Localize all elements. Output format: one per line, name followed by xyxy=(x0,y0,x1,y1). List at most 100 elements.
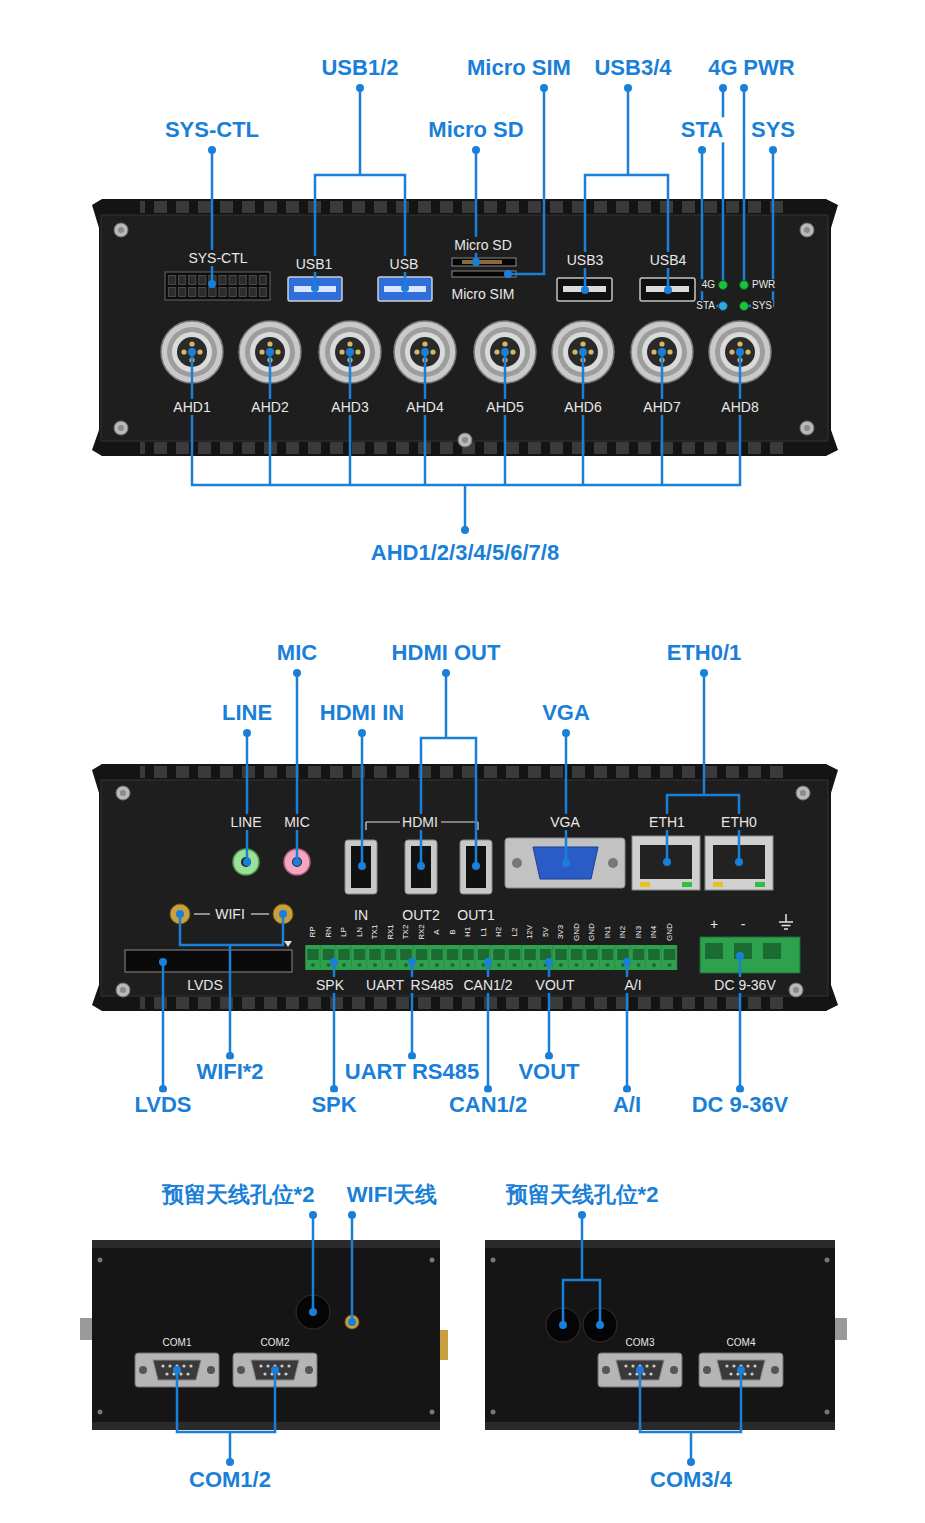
pin-label: GND xyxy=(572,922,581,942)
pin-label: RP xyxy=(308,925,317,938)
device-part xyxy=(452,271,516,277)
port-label: + xyxy=(708,916,720,932)
port-label: Micro SD xyxy=(452,237,514,253)
callout-label: AHD1/2/3/4/5/6/7/8 xyxy=(368,540,562,565)
device-part xyxy=(800,421,814,435)
pin-label: TX2 xyxy=(401,924,410,941)
callout-label: 预留天线孔位*2 xyxy=(503,1182,662,1207)
device-part xyxy=(485,1240,835,1248)
leader-line xyxy=(661,352,664,485)
device-part xyxy=(251,913,269,914)
device-part xyxy=(789,983,803,997)
port-label: SPK xyxy=(314,977,346,993)
led-label: PWR xyxy=(751,279,776,291)
port-label: IN xyxy=(352,907,370,923)
leader-line xyxy=(361,733,364,866)
callout-label: UART RS485 xyxy=(342,1059,482,1084)
device-part xyxy=(452,258,516,266)
port-label: WIFI xyxy=(213,906,247,922)
leader-line xyxy=(246,733,249,862)
callout-label: Micro SIM xyxy=(464,55,574,80)
device-part xyxy=(114,421,128,435)
device-part xyxy=(782,925,791,927)
device-part xyxy=(491,1410,496,1415)
pin-label: B xyxy=(448,928,457,935)
leader-line xyxy=(627,88,630,175)
leader-line xyxy=(640,1370,741,1432)
port-label: COM4 xyxy=(726,1337,757,1349)
leader-line xyxy=(582,352,585,485)
callout-label: VOUT xyxy=(515,1059,582,1084)
leader-lines xyxy=(163,88,773,1462)
pin-label: H2 xyxy=(494,926,503,938)
led-label: 4G xyxy=(701,279,716,291)
pin-label: RX2 xyxy=(417,923,426,941)
pin-label: IN4 xyxy=(649,925,658,939)
device-part xyxy=(440,1330,448,1360)
leader-line xyxy=(504,352,507,485)
callout-label: MIC xyxy=(274,640,320,665)
leader-line xyxy=(177,1370,275,1432)
pin-label: RX1 xyxy=(386,923,395,941)
port-label: USB4 xyxy=(648,252,689,268)
device-part xyxy=(140,766,790,778)
pin-label: IN2 xyxy=(618,925,627,939)
device-part xyxy=(512,858,522,868)
pin-label: A xyxy=(432,928,441,935)
device-part xyxy=(485,1240,835,1430)
device-part xyxy=(779,914,793,929)
device-part xyxy=(92,1240,440,1248)
led-label: STA xyxy=(695,300,716,312)
callout-label: COM3/4 xyxy=(647,1467,735,1492)
callout-label: PWR xyxy=(740,55,797,80)
port-label: MIC xyxy=(282,814,312,830)
device-part xyxy=(430,1258,435,1263)
leader-line xyxy=(421,738,476,866)
rear-panel xyxy=(92,764,838,1011)
leader-line xyxy=(743,88,746,283)
pin-label: 5V xyxy=(541,926,550,938)
port-label: AHD8 xyxy=(719,399,760,415)
device-part xyxy=(125,950,292,972)
port-label: COM2 xyxy=(260,1337,291,1349)
device-part xyxy=(284,941,292,947)
callout-label: SYS xyxy=(748,117,798,142)
leader-line xyxy=(162,962,165,1089)
device-part xyxy=(80,1318,92,1340)
device-part xyxy=(92,199,838,456)
device-part xyxy=(755,882,765,887)
device-part xyxy=(92,1240,440,1430)
pin-label: L2 xyxy=(510,927,519,938)
port-label: USB3 xyxy=(565,252,606,268)
port-label: ETH0 xyxy=(719,814,759,830)
device-part xyxy=(101,780,828,996)
port-label: - xyxy=(739,916,748,932)
leader-line xyxy=(424,352,427,485)
device-part xyxy=(92,764,838,1011)
port-label: UART xyxy=(364,977,406,993)
port-label: AHD6 xyxy=(562,399,603,415)
device-part xyxy=(779,921,793,923)
callout-label: WIFI*2 xyxy=(193,1059,266,1084)
leader-line xyxy=(229,1432,232,1462)
pin-label: 3V3 xyxy=(556,924,565,940)
device-part xyxy=(700,937,800,973)
side-panels xyxy=(80,1240,847,1430)
callout-label: HDMI OUT xyxy=(389,640,504,665)
callout-label: DC 9-36V xyxy=(689,1092,792,1117)
device-part xyxy=(491,1258,496,1263)
device-part xyxy=(305,945,677,970)
device-part xyxy=(114,223,128,237)
leader-line xyxy=(351,1215,354,1322)
device-part xyxy=(825,1410,830,1415)
port-label: SYS-CTL xyxy=(186,250,249,266)
callout-label: ETH0/1 xyxy=(664,640,745,665)
pin-label: GND xyxy=(665,922,674,942)
pin-label: RN xyxy=(324,925,333,939)
device-part xyxy=(763,943,781,959)
port-label: USB xyxy=(388,256,421,272)
callout-label: HDMI IN xyxy=(317,700,407,725)
